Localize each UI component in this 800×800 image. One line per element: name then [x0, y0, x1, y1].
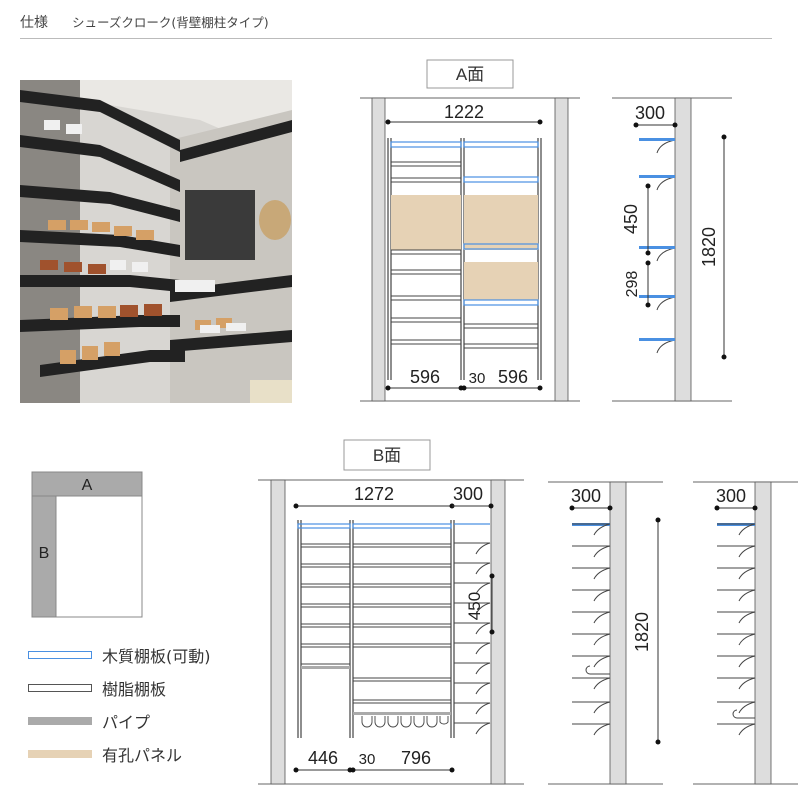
face-a-side-view: 300 450 298 1820: [612, 97, 732, 402]
wood-shelf-swatch: [28, 651, 92, 659]
face-b2-side-wall: [754, 481, 772, 785]
face-a-label-box: [426, 59, 514, 89]
face-a-side-pitch-dim: 450: [621, 183, 651, 256]
face-b-label: B面: [373, 446, 401, 465]
pipe-swatch: [28, 717, 92, 725]
legend-item-pegboard: 有孔パネル: [28, 742, 182, 766]
face-a-gap: 30: [469, 370, 486, 387]
legend-label-resin-shelf: 樹脂棚板: [102, 680, 167, 699]
face-b-total-width: 1272: [354, 484, 394, 504]
face-b-side-depth: 300: [453, 484, 483, 504]
face-b-pitch-dim: 450: [465, 573, 495, 635]
shoe-closet-photo: [20, 80, 292, 403]
legend-item-resin-shelf: 樹脂棚板: [28, 676, 166, 700]
face-a-label: A面: [456, 65, 484, 84]
face-a-total-width: 1222: [444, 102, 484, 122]
face-a-total-width-dim: 1222: [385, 102, 543, 125]
face-b1-depth: 300: [571, 486, 601, 506]
face-b1-height: 1820: [632, 612, 652, 652]
face-b-left-width: 446: [308, 748, 338, 768]
face-a-side-small-pitch: 298: [624, 271, 641, 298]
face-b-bottom-dims: 446 30 796: [293, 748, 455, 773]
face-b1-height-dim: 1820: [632, 517, 661, 745]
face-b-side-view-2: 300: [693, 481, 798, 785]
face-a-side-pitch: 450: [621, 204, 641, 234]
face-a-side-wall: [674, 97, 692, 402]
face-a-right-wall: [554, 97, 569, 402]
face-b-slipper-hangers: [361, 716, 449, 728]
face-b-right-width: 796: [401, 748, 431, 768]
face-a-pegboard-right-bottom: [464, 262, 538, 300]
face-a-left-wall: [371, 97, 386, 402]
face-a-bottom-dims: 596 30 596: [385, 367, 543, 391]
pegboard-swatch: [28, 750, 92, 758]
face-a-side-depth-dim: 300: [633, 103, 678, 128]
spec-label: 仕様: [20, 15, 48, 31]
face-a-left-width: 596: [410, 367, 440, 387]
page-subtitle: シューズクローク(背壁棚柱タイプ): [72, 15, 269, 30]
shoe-closet-illustration: [20, 80, 292, 403]
face-b1-side-wall: [609, 481, 627, 785]
legend-item-wood-shelf: 木質棚板(可動): [28, 643, 211, 667]
face-a-front-view: A面 1222: [360, 59, 580, 402]
face-a-right-width: 596: [498, 367, 528, 387]
layout-key-b-wall: [31, 495, 57, 618]
legend-label-wood-shelf: 木質棚板(可動): [102, 647, 211, 666]
face-b-label-box: [343, 439, 431, 471]
face-b-left-wall: [270, 479, 286, 785]
face-a-pegboard-left: [391, 195, 461, 250]
legend-label-pipe: パイプ: [102, 713, 151, 732]
face-a-side-height: 1820: [699, 227, 719, 267]
face-b-pitch: 450: [465, 592, 484, 620]
layout-key-a-wall: [31, 471, 143, 497]
face-b-side-depth-dim: 300: [452, 484, 494, 509]
face-b2-depth: 300: [716, 486, 746, 506]
face-b2-depth-dim: 300: [714, 486, 758, 511]
face-a-side-depth: 300: [635, 103, 665, 123]
face-b-total-width-dim: 1272: [293, 484, 455, 509]
legend-item-pipe: パイプ: [28, 709, 150, 733]
layout-key-a-label: A: [82, 477, 93, 494]
face-b-gap: 30: [359, 751, 376, 768]
face-a-side-height-dim: 1820: [699, 134, 727, 360]
face-b1-depth-dim: 300: [569, 486, 613, 511]
legend-label-pegboard: 有孔パネル: [102, 746, 183, 765]
layout-key-diagram: A B: [31, 471, 143, 618]
header-divider: [20, 38, 772, 39]
face-b-hanger-pipe-left: [301, 666, 350, 669]
face-b-side-view-1: 300 1820: [548, 481, 663, 785]
face-a-pegboard-right-top: [464, 195, 538, 250]
face-b-front-view: B面 1272 300: [258, 439, 524, 785]
layout-key-b-label: B: [39, 545, 50, 562]
face-b-hanger-pipe-right: [353, 712, 451, 715]
face-a-side-small-pitch-dim: 298: [624, 260, 651, 308]
resin-shelf-swatch: [28, 684, 92, 692]
